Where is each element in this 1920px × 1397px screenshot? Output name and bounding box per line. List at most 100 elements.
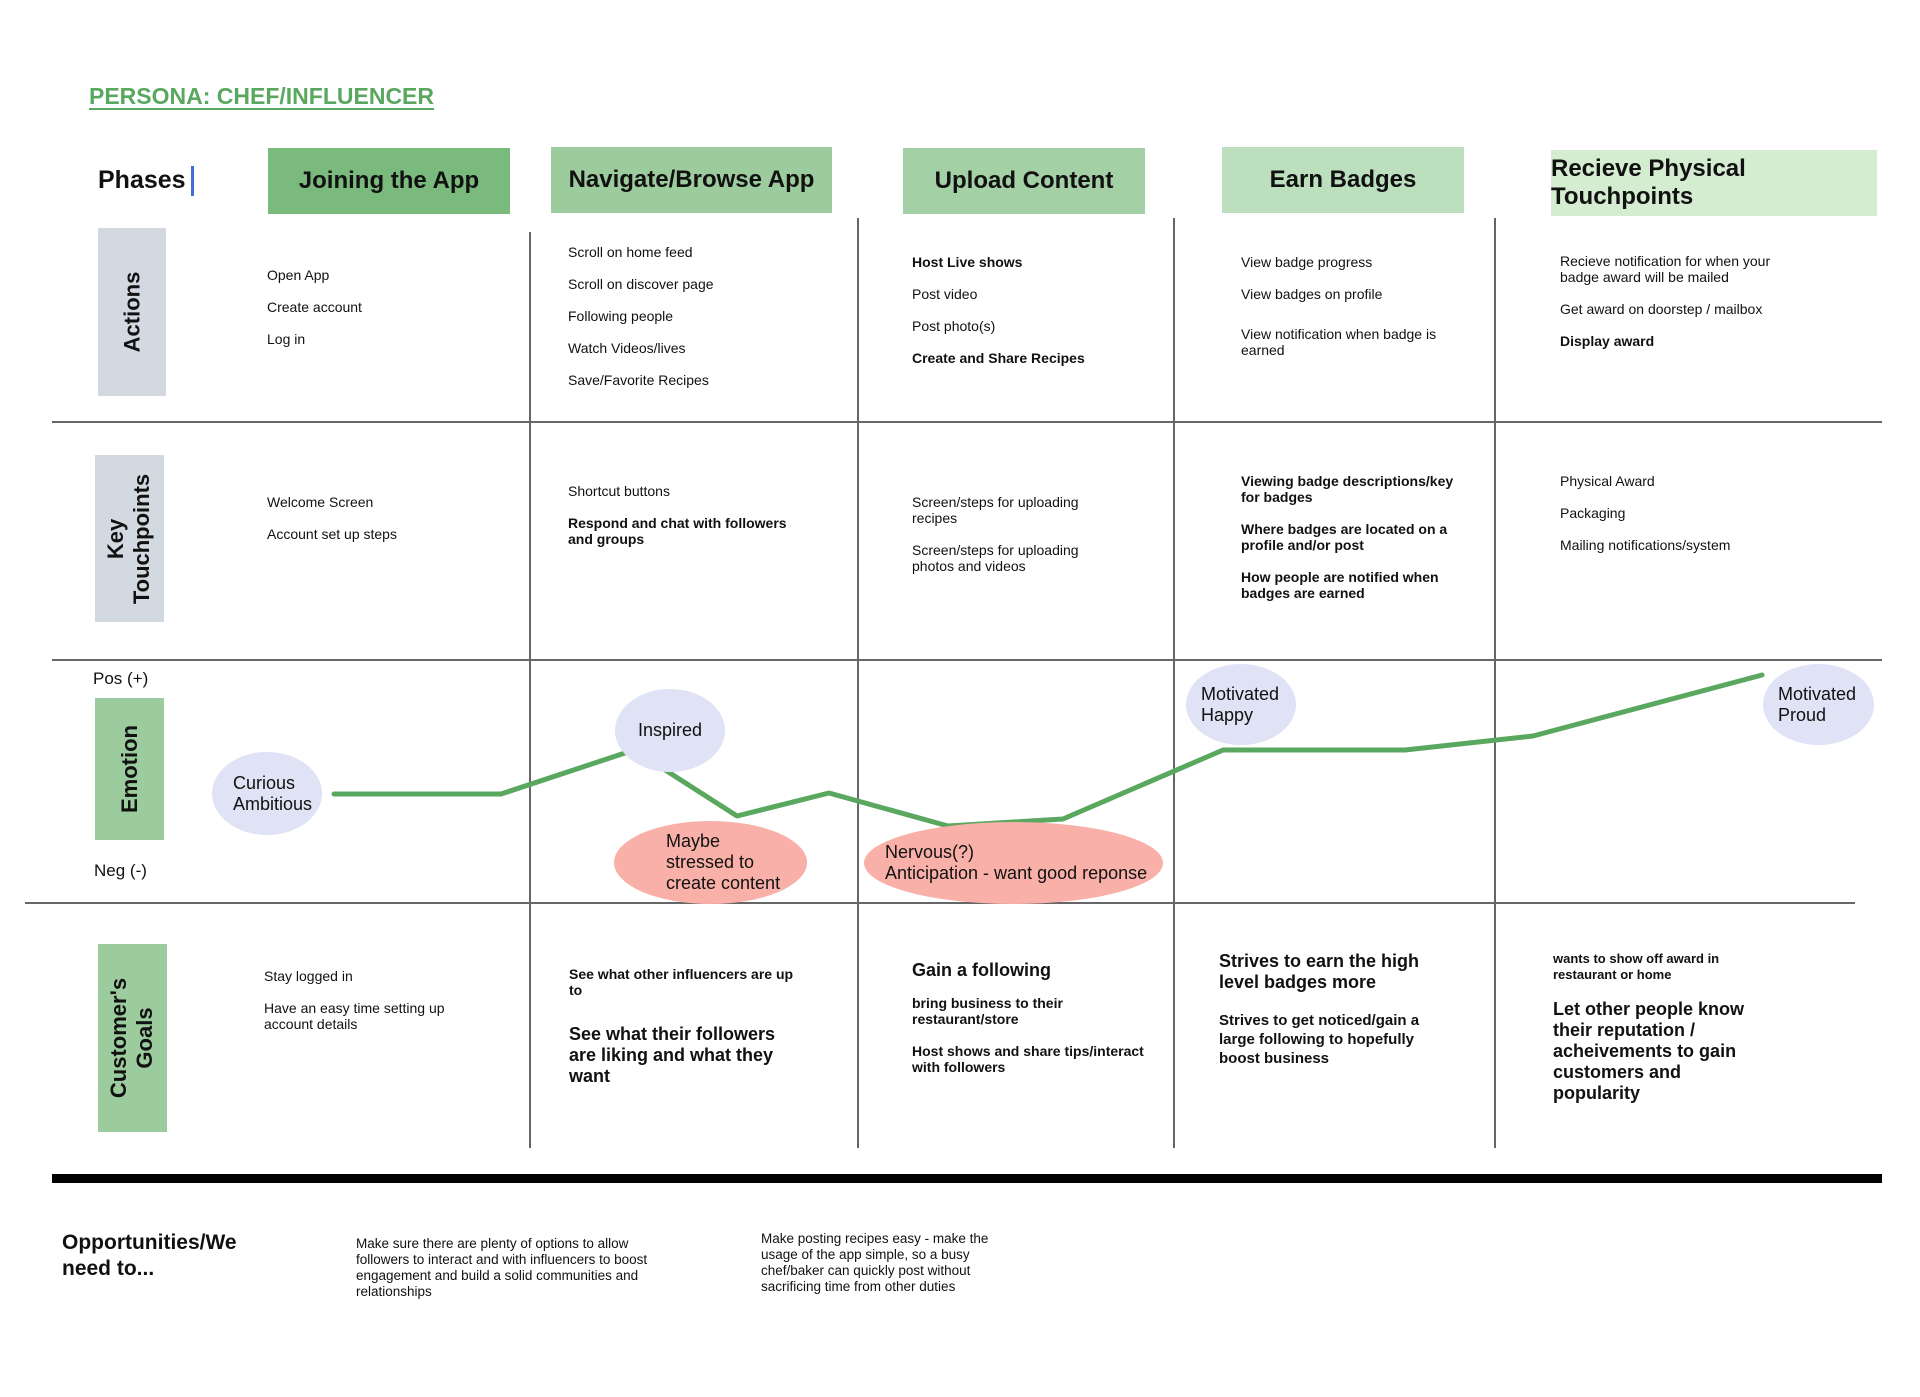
list-item: Shortcut buttons — [568, 483, 670, 499]
phase-label: Joining the App — [298, 167, 480, 194]
list-item: Where badges are located on a profile an… — [1241, 521, 1448, 553]
touchpoints-badges: Viewing badge descriptions/key for badge… — [1241, 473, 1461, 617]
column-divider-4 — [1494, 218, 1496, 1148]
phase-upload-content: Upload Content — [903, 148, 1145, 214]
bubble-text: Motivated Happy — [1201, 683, 1280, 725]
emotion-positive-label: Pos (+) — [93, 669, 149, 688]
bubble-text: Curious Ambitious — [233, 772, 313, 814]
emotion-bubble-motivated-proud: Motivated Proud — [1763, 664, 1874, 745]
row-label-actions: Actions — [98, 228, 166, 396]
list-item: Post video — [912, 286, 978, 302]
row-divider-emotion — [25, 902, 1855, 904]
goals-physical: wants to show off award in restaurant or… — [1553, 951, 1763, 1120]
goals-badges: Strives to earn the high level badges mo… — [1219, 951, 1449, 1084]
column-divider-1 — [529, 232, 531, 1148]
list-item: Let other people know their reputation /… — [1553, 999, 1745, 1103]
list-item: View badge progress — [1241, 254, 1373, 270]
column-divider-2 — [857, 218, 859, 1148]
list-item: View badges on profile — [1241, 286, 1383, 302]
list-item: Account set up steps — [267, 526, 397, 542]
phase-recieve-physical-touchpoints: Recieve Physical Touchpoints — [1551, 150, 1877, 216]
touchpoints-physical: Physical Award Packaging Mailing notific… — [1560, 473, 1800, 569]
goals-joining: Stay logged in Have an easy time setting… — [264, 968, 494, 1048]
emotion-negative-label: Neg (-) — [94, 861, 147, 880]
column-divider-3 — [1173, 218, 1175, 1148]
opportunities-title: Opportunities/We need to... — [62, 1231, 237, 1280]
emotion-bubble-stressed: Maybe stressed to create content — [614, 821, 807, 904]
list-item: Stay logged in — [264, 968, 353, 984]
list-item: Viewing badge descriptions/key for badge… — [1241, 473, 1454, 505]
goals-upload: Gain a following bring business to their… — [912, 960, 1152, 1091]
actions-navigate: Scroll on home feed Scroll on discover p… — [568, 244, 818, 404]
emotion-bubble-motivated-happy: Motivated Happy — [1186, 664, 1296, 745]
goals-navigate: See what other influencers are up to See… — [569, 966, 799, 1103]
bubble-text: Maybe stressed to create content — [666, 831, 781, 893]
row-divider-touchpoints — [52, 659, 1882, 661]
touchpoints-upload: Screen/steps for uploading recipes Scree… — [912, 494, 1112, 590]
row-label-customers-goals: Customer's Goals — [98, 944, 167, 1132]
phase-joining-the-app: Joining the App — [268, 148, 510, 214]
list-item: Screen/steps for uploading recipes — [912, 494, 1079, 526]
list-item: Create account — [267, 299, 362, 315]
opportunities-separator — [52, 1174, 1882, 1183]
list-item: Recieve notification for when your badge… — [1560, 253, 1771, 285]
row-divider-actions — [52, 421, 1882, 423]
list-item: Log in — [267, 331, 306, 347]
list-item: Scroll on home feed — [568, 244, 693, 260]
phases-cursor-bar — [191, 166, 194, 196]
list-item: See what other influencers are up to — [569, 966, 794, 998]
list-item: Open App — [267, 267, 330, 283]
phase-earn-badges: Earn Badges — [1222, 147, 1464, 213]
list-item: Physical Award — [1560, 473, 1655, 489]
list-item: How people are notified when badges are … — [1241, 569, 1439, 601]
list-item: Display award — [1560, 333, 1655, 349]
bubble-text: Inspired — [637, 720, 703, 740]
list-item: Welcome Screen — [267, 494, 374, 510]
bubble-text: Motivated Proud — [1778, 683, 1857, 725]
list-item: View notification when badge is earned — [1241, 326, 1437, 358]
persona-title: PERSONA: CHEF/INFLUENCER — [89, 83, 435, 109]
list-item: bring business to their restaurant/store — [912, 995, 1063, 1027]
list-item: Screen/steps for uploading photos and vi… — [912, 542, 1079, 574]
list-item: Create and Share Recipes — [912, 350, 1085, 366]
row-label-key-touchpoints: Key Touchpoints — [95, 455, 164, 622]
phase-label: Recieve Physical Touchpoints — [1551, 155, 1746, 210]
list-item: Get award on doorstep / mailbox — [1560, 301, 1763, 317]
list-item: Mailing notifications/system — [1560, 537, 1731, 553]
list-item: Watch Videos/lives — [568, 340, 686, 356]
phase-label: Upload Content — [934, 167, 1114, 194]
phase-label: Earn Badges — [1269, 166, 1417, 193]
actions-badges: View badge progress View badges on profi… — [1241, 254, 1461, 374]
emotion-bubble-inspired: Inspired — [615, 689, 725, 772]
emotion-bubble-curious: Curious Ambitious — [212, 752, 322, 835]
list-item: Respond and chat with followers and grou… — [568, 515, 787, 547]
bubble-text: Nervous(?) Anticipation - want good repo… — [885, 842, 1148, 883]
emotion-line — [331, 672, 1765, 829]
opportunity-item: Make sure there are plenty of options to… — [356, 1236, 648, 1299]
list-item: Post photo(s) — [912, 318, 996, 334]
emotion-bubble-nervous: Nervous(?) Anticipation - want good repo… — [864, 822, 1163, 904]
list-item: wants to show off award in restaurant or… — [1553, 951, 1720, 982]
touchpoints-navigate: Shortcut buttons Respond and chat with f… — [568, 483, 798, 563]
list-item: Gain a following — [912, 960, 1051, 980]
list-item: Host shows and share tips/interact with … — [912, 1043, 1144, 1075]
list-item: Save/Favorite Recipes — [568, 372, 709, 388]
list-item: Scroll on discover page — [568, 276, 714, 292]
phases-label: Phases — [98, 166, 186, 194]
phase-navigate-browse-app: Navigate/Browse App — [551, 147, 832, 213]
list-item: Have an easy time setting up account det… — [264, 1000, 445, 1032]
list-item: Strives to get noticed/gain a large foll… — [1219, 1012, 1420, 1067]
list-item: Host Live shows — [912, 254, 1023, 270]
list-item: See what their followers are liking and … — [569, 1024, 776, 1086]
list-item: Packaging — [1560, 505, 1626, 521]
touchpoints-joining: Welcome Screen Account set up steps — [267, 494, 507, 558]
actions-joining: Open App Create account Log in — [267, 267, 507, 363]
list-item: Following people — [568, 308, 674, 324]
list-item: Strives to earn the high level badges mo… — [1219, 951, 1420, 992]
row-label-emotion: Emotion — [95, 698, 164, 840]
phase-label: Navigate/Browse App — [568, 166, 815, 193]
opportunity-item: Make posting recipes easy - make the usa… — [761, 1231, 989, 1294]
actions-physical: Recieve notification for when your badge… — [1560, 253, 1790, 365]
actions-upload: Host Live shows Post video Post photo(s)… — [912, 254, 1152, 382]
